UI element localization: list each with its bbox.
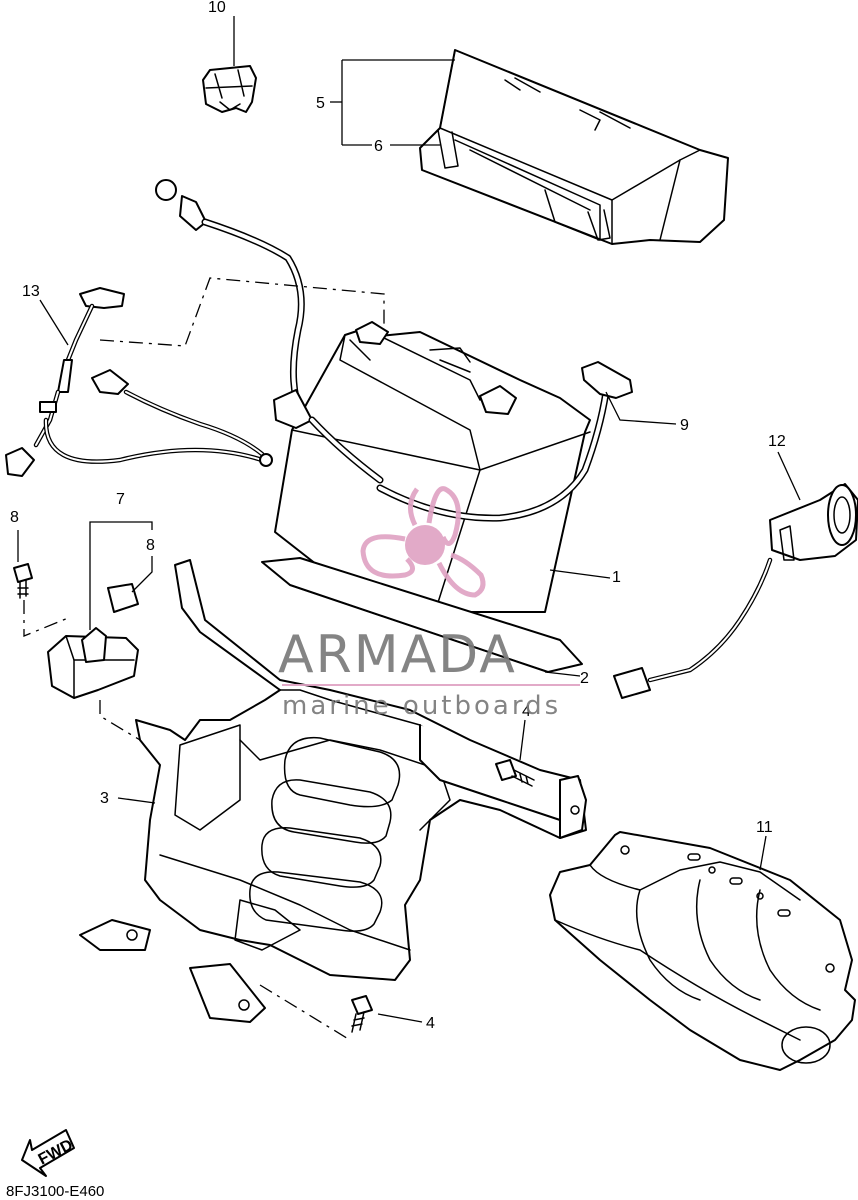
positive-cable	[376, 361, 633, 522]
callout-7: 7	[116, 491, 125, 508]
leader-lines	[17, 16, 801, 1041]
callout-12: 11	[756, 819, 773, 836]
power-socket	[613, 483, 858, 699]
callout-8: 8	[146, 537, 155, 554]
starter-relay	[47, 583, 139, 699]
battery-pad	[261, 557, 583, 673]
bolt-9	[13, 563, 33, 599]
callout-4-upper: 4	[522, 703, 531, 720]
wire-harness	[5, 287, 273, 477]
battery-guard	[549, 831, 856, 1071]
callout-14: 13	[22, 283, 40, 300]
battery	[274, 321, 591, 613]
bolt-4-lower	[351, 995, 373, 1033]
callout-9: 8	[10, 509, 19, 526]
callout-3: 3	[100, 790, 109, 807]
negative-cable	[155, 179, 384, 484]
callout-10: 9	[680, 417, 689, 434]
fwd-arrow: FWD	[21, 1129, 76, 1177]
watermark-tagline: marine outboards	[282, 691, 561, 721]
callout-6: 6	[374, 138, 383, 155]
watermark-rule	[282, 684, 580, 686]
callouts: 10 5 6 13 9 12 7 8 8 1 2 4 3 11 4	[10, 0, 786, 1032]
callout-13: 12	[768, 433, 786, 450]
bolt-4-upper	[495, 759, 535, 787]
battery-cover	[419, 49, 729, 245]
callout-2: 2	[580, 670, 589, 687]
watermark: ARMADA marine outboards	[278, 486, 580, 721]
battery-bracket	[79, 559, 587, 1023]
callout-5: 5	[316, 95, 325, 112]
callout-4-lower: 4	[426, 1015, 435, 1032]
cable-clip	[202, 65, 257, 113]
propeller-logo-icon	[360, 486, 486, 598]
drawing-code: 8FJ3100-E460	[6, 1183, 105, 1200]
watermark-brand: ARMADA	[278, 625, 517, 685]
callout-1: 1	[612, 569, 621, 586]
callout-11: 10	[208, 0, 226, 16]
